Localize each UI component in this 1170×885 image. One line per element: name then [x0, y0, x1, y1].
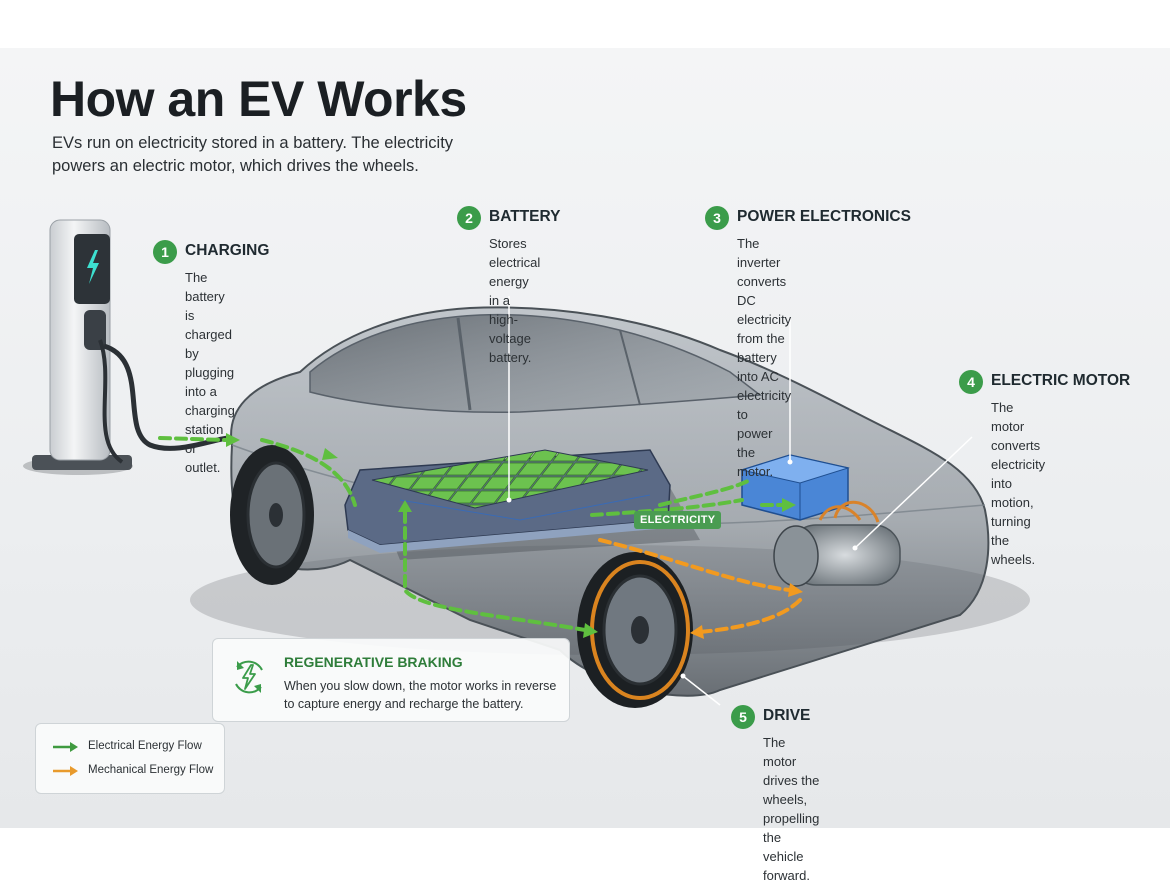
legend-label: Electrical Energy Flow	[88, 740, 202, 752]
step-number-badge: 5	[731, 705, 755, 729]
electric-motor	[773, 500, 901, 587]
regenerative-bolt-icon	[235, 660, 263, 694]
step-heading: POWER ELECTRONICS	[737, 208, 911, 225]
battery-pack	[344, 449, 671, 553]
leader-lines	[508, 296, 973, 706]
step-number-badge: 3	[705, 206, 729, 230]
mechanical-arrowheads	[690, 583, 803, 639]
orange-arrow-icon	[53, 766, 78, 776]
step-number-badge: 2	[457, 206, 481, 230]
regenerative-description: When you slow down, the motor works in r…	[284, 679, 557, 711]
regenerative-heading: REGENERATIVE BRAKING	[284, 654, 463, 670]
green-arrow-icon	[53, 742, 78, 752]
step-number-badge: 4	[959, 370, 983, 394]
mechanical-flow-arrows	[598, 538, 802, 634]
step-heading: DRIVE	[763, 707, 811, 724]
electrical-arrowheads	[226, 433, 796, 638]
charging-station-icon	[32, 219, 229, 470]
step-heading: BATTERY	[489, 208, 561, 225]
legend-label: Mechanical Energy Flow	[88, 764, 214, 776]
leader-dots	[506, 459, 858, 679]
front-wheel	[577, 552, 693, 708]
electricity-flow-label: ELECTRICITY	[634, 511, 722, 529]
page-subtitle: EVs run on electricity stored in a batte…	[52, 134, 454, 175]
step-number-badge: 1	[153, 240, 177, 264]
step-heading: ELECTRIC MOTOR	[991, 372, 1131, 389]
step-heading: CHARGING	[185, 242, 270, 259]
regenerative-braking-card: REGENERATIVE BRAKING When you slow down,…	[212, 638, 570, 722]
electrical-flow-arrows	[158, 436, 792, 632]
page-title: How an EV Works	[50, 71, 467, 127]
legend: Electrical Energy Flow Mechanical Energy…	[35, 723, 225, 794]
rear-wheel	[230, 445, 314, 585]
